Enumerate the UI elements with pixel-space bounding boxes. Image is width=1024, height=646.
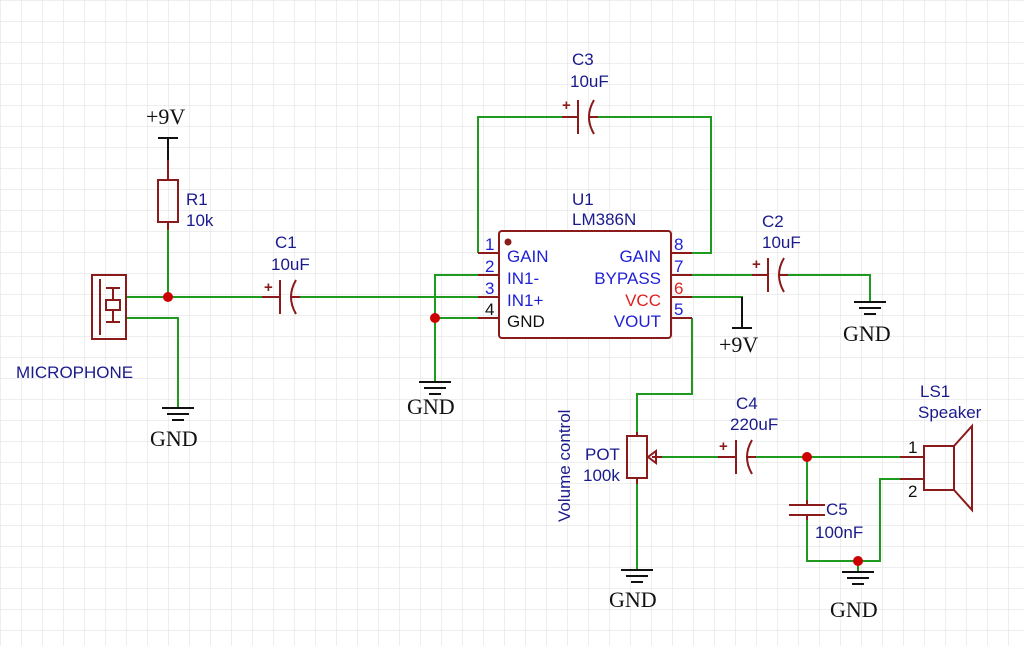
junction-dot (430, 313, 440, 323)
pin-name: GAIN (619, 247, 661, 266)
gnd-pot-label: GND (609, 587, 657, 612)
gnd-pot: GND (609, 569, 657, 612)
power-9v-ic: +9V (719, 297, 758, 357)
c4-ref: C4 (736, 394, 758, 413)
pin-number: 6 (674, 279, 683, 298)
pot-ref: POT (585, 445, 620, 464)
capacitor-c2[interactable]: + C2 10uF (752, 212, 801, 293)
capacitor-c4[interactable]: + C4 220uF (718, 394, 778, 475)
wire-in1minus-gnd (434, 274, 478, 382)
gnd-c2-label: GND (843, 321, 891, 346)
pin-name: IN1- (507, 269, 539, 288)
wire-c3-pin8 (598, 116, 712, 254)
junction-dot (163, 292, 173, 302)
polarity-plus-icon: + (752, 256, 761, 273)
wire-c5-bottom (806, 520, 858, 562)
gnd-input-label: GND (407, 394, 455, 419)
pin-number: 4 (485, 300, 494, 319)
power-9v-ic-label: +9V (719, 332, 758, 357)
c3-value: 10uF (570, 72, 609, 91)
pin-name: BYPASS (594, 269, 661, 288)
speaker-magnet (923, 445, 955, 491)
c3-ref: C3 (572, 50, 594, 69)
power-9v-top: +9V (146, 104, 185, 160)
ic-body (498, 230, 672, 339)
speaker-cone (953, 423, 973, 513)
u1-ref: U1 (572, 190, 594, 209)
ic-u1[interactable]: U1 LM386N 1 GAIN 2 IN1- 3 IN1+ 4 GND 8 G… (478, 190, 692, 339)
microphone-label: MICROPHONE (16, 363, 133, 382)
capacitor-c3[interactable]: + C3 10uF (562, 50, 609, 135)
junction-dot (853, 556, 863, 566)
capacitor-c1[interactable]: + C1 10uF (262, 233, 310, 315)
speaker-pin1: 1 (908, 438, 917, 457)
wire-c2-gnd (788, 274, 871, 302)
gnd-mic-label: GND (150, 426, 198, 451)
polarity-plus-icon: + (264, 279, 273, 296)
pot-note: Volume control (555, 410, 574, 522)
microphone-body (91, 274, 127, 340)
c4-value: 220uF (730, 415, 778, 434)
pin-number: 2 (485, 257, 494, 276)
r1-value: 10k (186, 211, 214, 230)
ls1-value: Speaker (918, 403, 982, 422)
c5-value: 100nF (815, 523, 863, 542)
c2-value: 10uF (762, 233, 801, 252)
power-9v-top-label: +9V (146, 104, 185, 129)
microphone[interactable]: MICROPHONE (16, 274, 133, 382)
c1-ref: C1 (275, 233, 297, 252)
gnd-mic: GND (150, 407, 198, 451)
pin-name: GND (507, 312, 545, 331)
gnd-speaker: GND (830, 571, 878, 622)
potentiometer[interactable]: POT 100k Volume control (555, 410, 662, 522)
gnd-speaker-label: GND (830, 597, 878, 622)
pin-name: IN1+ (507, 291, 543, 310)
c5-ref: C5 (826, 500, 848, 519)
polarity-plus-icon: + (719, 438, 728, 455)
pot-value: 100k (583, 466, 620, 485)
speaker-ls1[interactable]: 1 2 LS1 Speaker (900, 382, 982, 513)
pin-number: 3 (485, 279, 494, 298)
polarity-plus-icon: + (562, 97, 571, 114)
r1-ref: R1 (186, 190, 208, 209)
resistor-r1[interactable]: R1 10k (157, 160, 214, 230)
pin-name: VOUT (614, 312, 661, 331)
gnd-input: GND (407, 381, 455, 419)
pin-number: 5 (674, 300, 683, 319)
c1-value: 10uF (271, 255, 310, 274)
junction-dot (802, 452, 812, 462)
pin1-marker (504, 238, 512, 246)
capacitor-c5[interactable]: C5 100nF (789, 500, 863, 542)
junctions (163, 292, 863, 566)
pin-name: GAIN (507, 247, 549, 266)
c2-ref: C2 (762, 212, 784, 231)
wire-vout-pot (636, 318, 693, 432)
pin-name: VCC (625, 291, 661, 310)
gnd-c2: GND (843, 301, 891, 346)
speaker-pin2: 2 (908, 482, 917, 501)
wire-pin1-c3 (477, 116, 562, 253)
wire-mic-gnd (126, 317, 179, 408)
ls1-ref: LS1 (920, 382, 950, 401)
pin-number: 7 (674, 257, 683, 276)
u1-value: LM386N (572, 210, 636, 229)
pin-number: 8 (674, 235, 683, 254)
pin-number: 1 (485, 235, 494, 254)
